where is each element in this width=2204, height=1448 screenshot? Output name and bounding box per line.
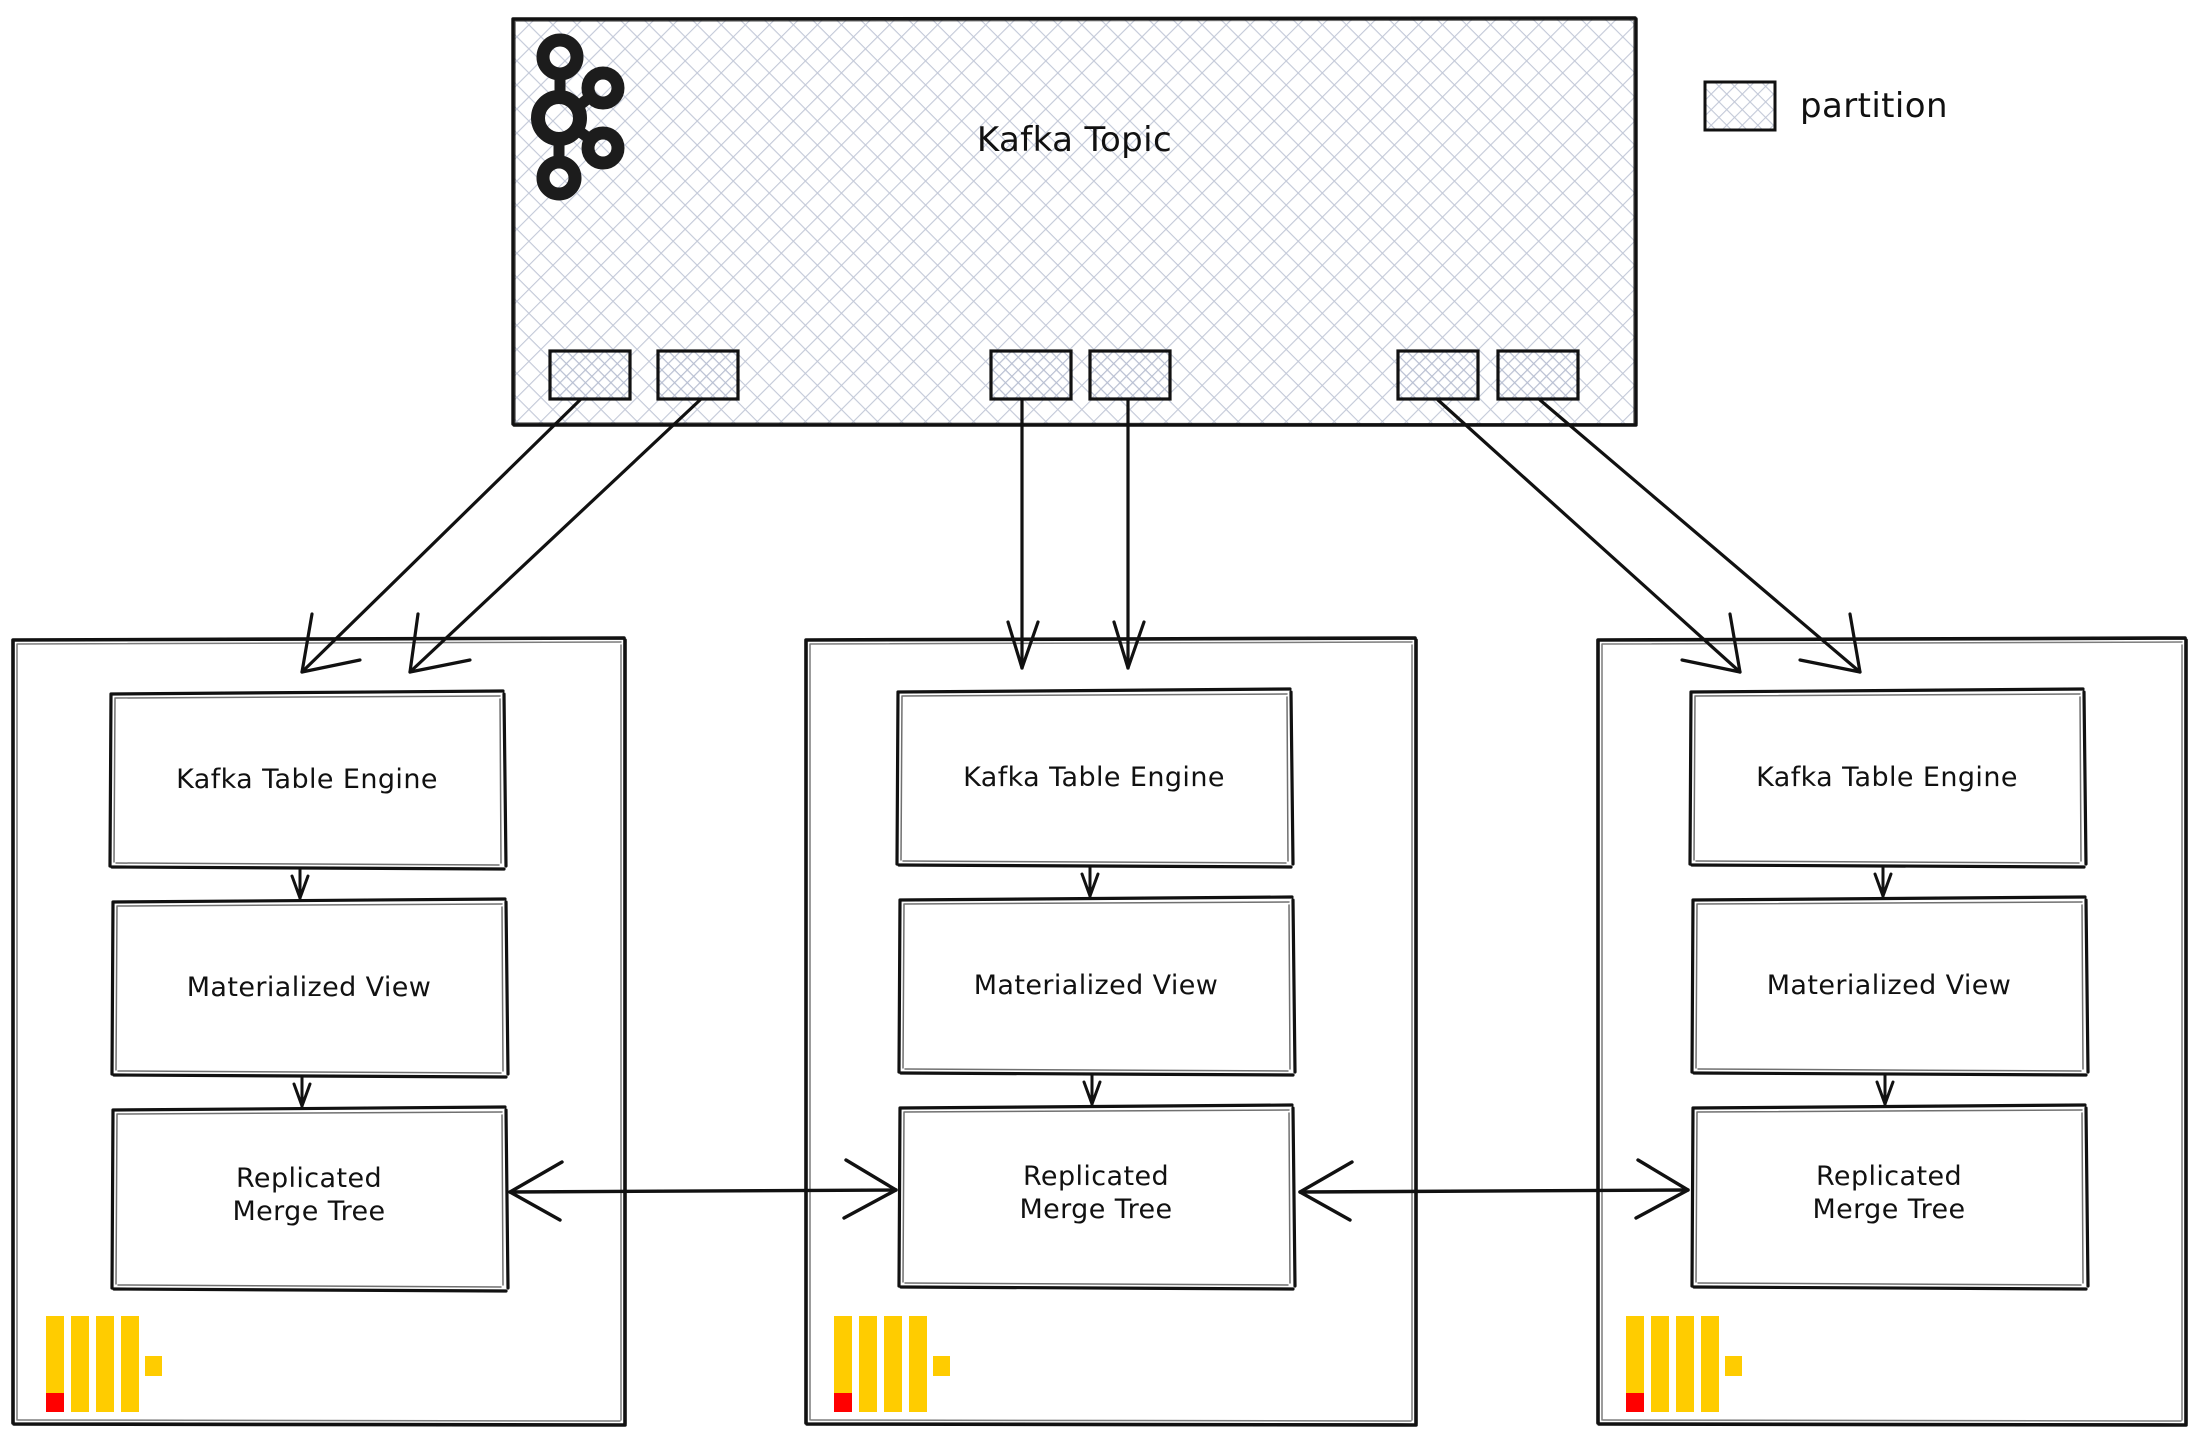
cluster-3-replicated-merge-tree-box[interactable] [1690, 1103, 2090, 1291]
cluster-1-kafka-table-engine-box[interactable] [108, 689, 508, 871]
cluster-1-internal-arrows [290, 867, 312, 1108]
partition-swatch [1703, 80, 1777, 132]
clickhouse-bar [121, 1316, 139, 1412]
clickhouse-red-mark [46, 1393, 64, 1412]
clickhouse-bar [1676, 1316, 1694, 1412]
clickhouse-red-mark [834, 1393, 852, 1412]
cluster-2-box[interactable] [804, 636, 1418, 1427]
cluster-1-box[interactable] [11, 636, 627, 1427]
partition-chip-p0[interactable] [548, 349, 632, 401]
cluster-1-clickhouse-logo [46, 1316, 166, 1412]
partition-chip-p1[interactable] [656, 349, 740, 401]
clickhouse-bar [909, 1316, 927, 1412]
cluster-2-clickhouse-logo [834, 1316, 954, 1412]
clickhouse-bar [884, 1316, 902, 1412]
replication-arrow-1-2 [508, 1158, 898, 1222]
clickhouse-bar [96, 1316, 114, 1412]
clickhouse-bar [1626, 1316, 1644, 1412]
partition-chip-p3[interactable] [1088, 349, 1172, 401]
clickhouse-dot [145, 1356, 162, 1376]
clickhouse-dot [933, 1356, 950, 1376]
cluster-2-kafka-table-engine-box[interactable] [895, 687, 1295, 869]
clickhouse-bar [834, 1316, 852, 1412]
partition-chip-p2[interactable] [989, 349, 1073, 401]
clickhouse-bar [1701, 1316, 1719, 1412]
cluster-3-kafka-table-engine-box[interactable] [1688, 687, 2088, 869]
ingest-arrows [300, 398, 1862, 674]
partition-chip-p4[interactable] [1396, 349, 1480, 401]
partition-chips [548, 349, 1580, 401]
clickhouse-dot [1725, 1356, 1742, 1376]
partition-chip-p5[interactable] [1496, 349, 1580, 401]
cluster-2-internal-arrows [1080, 865, 1102, 1106]
clickhouse-red-mark [1626, 1393, 1644, 1412]
clickhouse-bar [46, 1316, 64, 1412]
cluster-3-box[interactable] [1596, 636, 2188, 1427]
replication-arrow-2-3 [1298, 1158, 1690, 1222]
clickhouse-bar [859, 1316, 877, 1412]
cluster-3-materialized-view-box[interactable] [1690, 895, 2090, 1077]
clickhouse-bar [1651, 1316, 1669, 1412]
clickhouse-bar [71, 1316, 89, 1412]
cluster-3-clickhouse-logo [1626, 1316, 1746, 1412]
cluster-1-materialized-view-box[interactable] [110, 897, 510, 1079]
cluster-3-internal-arrows [1873, 865, 1895, 1106]
cluster-1-replicated-merge-tree-box[interactable] [110, 1105, 510, 1293]
cluster-2-replicated-merge-tree-box[interactable] [897, 1103, 1297, 1291]
cluster-2-materialized-view-box[interactable] [897, 895, 1297, 1077]
kafka-logo [531, 33, 625, 201]
